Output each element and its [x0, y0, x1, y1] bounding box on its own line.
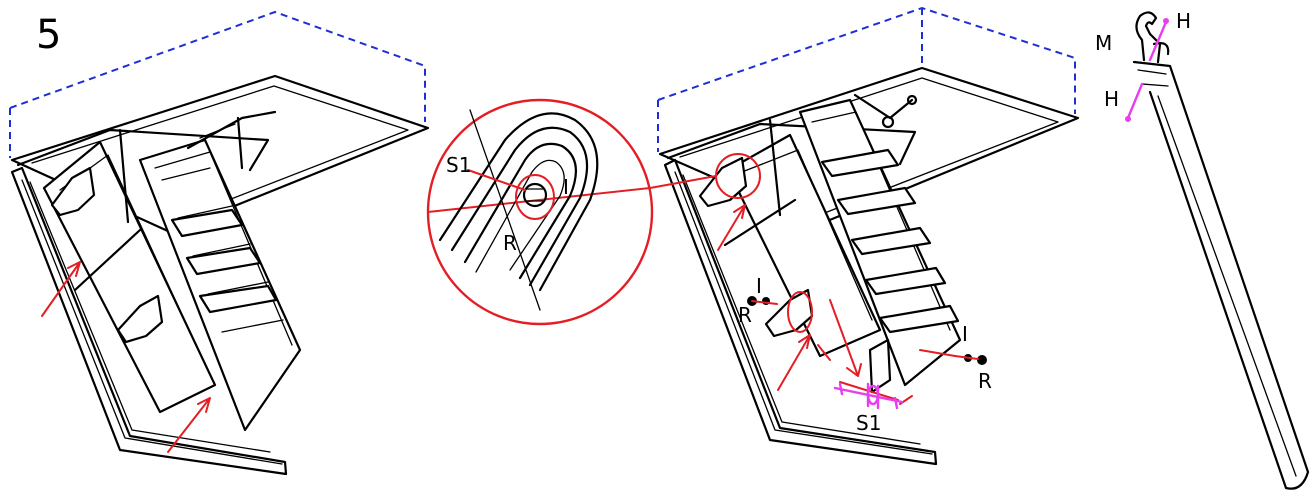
- highlight-circle-2b: [787, 291, 813, 333]
- arrow-1b: [167, 397, 211, 453]
- arrow-2b: [777, 334, 811, 391]
- detail-zoom: S1 I R: [426, 98, 654, 326]
- figure-ladder-assembly: I R I R S1: [649, 6, 1080, 466]
- ceiling-box-outline-1: [9, 10, 426, 122]
- step-number: 5: [36, 12, 61, 58]
- pole-label-h-mid: H: [1104, 87, 1119, 111]
- zoom-label-i: I: [563, 175, 569, 199]
- pole-screw-top: [1148, 20, 1168, 62]
- ceiling-box-outline-2: [657, 6, 1076, 114]
- figure-folded-ladder: [9, 10, 430, 476]
- right-label-i: I: [962, 322, 968, 346]
- ladder-stack-1: [42, 140, 217, 414]
- bottom-label-s1: S1: [856, 411, 881, 435]
- arrow-2c: [829, 299, 862, 377]
- pole-label-h-top: H: [1176, 9, 1191, 33]
- pole-label-m: M: [1095, 31, 1112, 55]
- hinge-bracket-2a: [698, 156, 748, 208]
- figure-operating-pole: M H H: [1095, 9, 1310, 490]
- hinge-bracket-1a: [50, 166, 96, 217]
- pole-screw-mid: [1126, 82, 1144, 120]
- ladder-stack-2: [726, 133, 882, 358]
- right-label-r: R: [978, 369, 992, 393]
- hatch-door-1: [10, 166, 288, 476]
- arrow-2a: [717, 204, 746, 251]
- zoom-leader: [427, 187, 651, 213]
- zoom-label-s1: S1: [446, 153, 471, 177]
- pole-body: [1132, 60, 1310, 490]
- zoom-label-r: R: [503, 231, 517, 255]
- left-label-r: R: [738, 303, 752, 327]
- pole-hook: [1135, 11, 1162, 64]
- zoom-highlight: [515, 174, 555, 220]
- left-label-i: I: [756, 274, 762, 298]
- hinge-bracket-1b: [116, 294, 164, 344]
- hatch-door-2: [663, 158, 938, 466]
- arrow-1a: [41, 261, 81, 317]
